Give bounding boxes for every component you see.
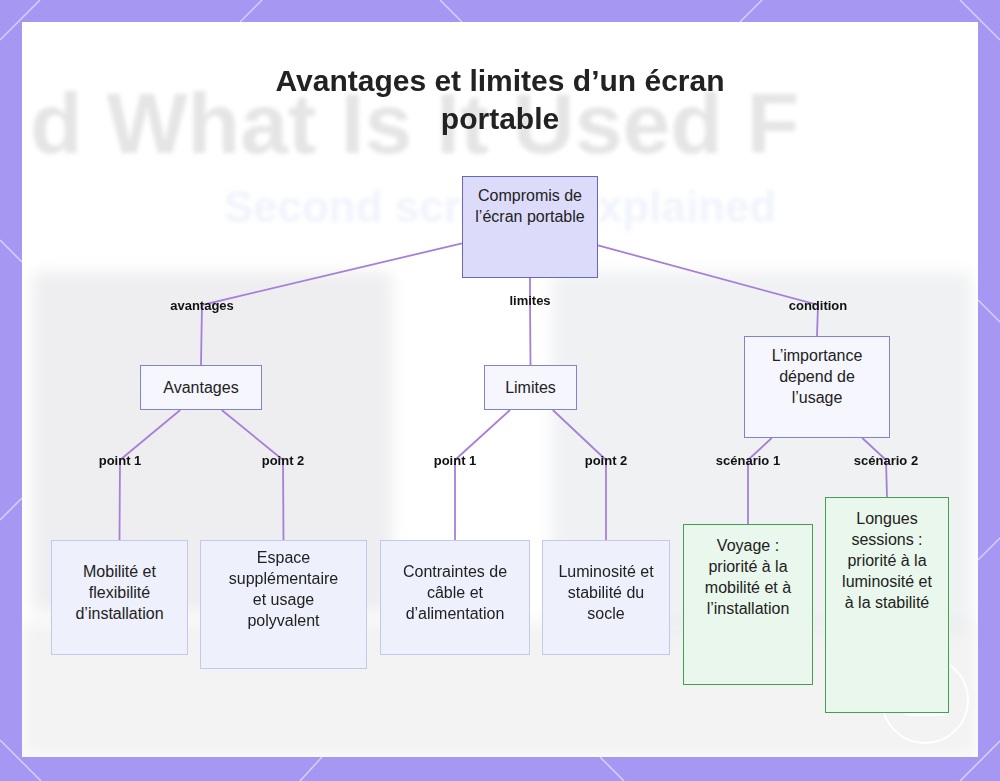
edge-label: point 1 xyxy=(99,453,142,468)
node-text: Longues sessions : priorité à la luminos… xyxy=(842,508,932,613)
node-text: Voyage : priorité à la mobilité et à l’i… xyxy=(698,535,798,619)
connector xyxy=(455,410,510,540)
edge-label: point 2 xyxy=(262,453,305,468)
category-box: Limites xyxy=(484,365,577,410)
connector xyxy=(553,410,606,540)
node-text: Limites xyxy=(505,377,556,398)
connector-line xyxy=(529,278,531,365)
edge-label: limites xyxy=(509,293,550,308)
connector xyxy=(222,410,284,540)
node-text: Luminosité et stabilité du socle xyxy=(557,561,655,624)
root-box: Compromis de l’écran portable xyxy=(462,176,598,278)
edge-label: point 2 xyxy=(585,453,628,468)
node-text: Contraintes de câble et d’alimentation xyxy=(395,561,515,624)
connector xyxy=(748,438,772,524)
edge-label: condition xyxy=(789,298,848,313)
node-text: Mobilité et flexibilité d’installation xyxy=(64,561,175,624)
point-box: Contraintes de câble et d’alimentation xyxy=(380,540,530,655)
edge-label: avantages xyxy=(170,298,234,313)
connector xyxy=(598,245,818,336)
edge-label: scénario 2 xyxy=(854,453,918,468)
connector-line xyxy=(201,243,462,365)
node-text: Avantages xyxy=(163,377,238,398)
edge-label: scénario 1 xyxy=(716,453,780,468)
node-text: L’importance dépend de l’usage xyxy=(757,345,877,408)
node-text: Compromis de l’écran portable xyxy=(475,185,585,227)
scenario-box: Longues sessions : priorité à la luminos… xyxy=(825,497,949,713)
scenario-box: Voyage : priorité à la mobilité et à l’i… xyxy=(683,524,813,685)
connector-line xyxy=(862,438,887,497)
connector-line xyxy=(120,410,181,540)
point-box: Luminosité et stabilité du socle xyxy=(542,540,670,655)
connector-line xyxy=(748,438,772,524)
connector-line xyxy=(553,410,606,540)
connector xyxy=(201,243,462,365)
connector-line xyxy=(598,245,818,336)
condition-box: L’importance dépend de l’usage xyxy=(744,336,890,438)
point-box: Mobilité et flexibilité d’installation xyxy=(51,540,188,655)
connector xyxy=(120,410,181,540)
connector-line xyxy=(222,410,284,540)
diagram-title: Avantages et limites d’un écran portable xyxy=(250,62,750,138)
connector-line xyxy=(455,410,510,540)
connector xyxy=(862,438,887,497)
point-box: Espace supplémentaire et usage polyvalen… xyxy=(200,540,367,669)
category-box: Avantages xyxy=(140,365,262,410)
edge-label: point 1 xyxy=(434,453,477,468)
node-text: Espace supplémentaire et usage polyvalen… xyxy=(223,547,344,631)
connector xyxy=(530,278,532,365)
